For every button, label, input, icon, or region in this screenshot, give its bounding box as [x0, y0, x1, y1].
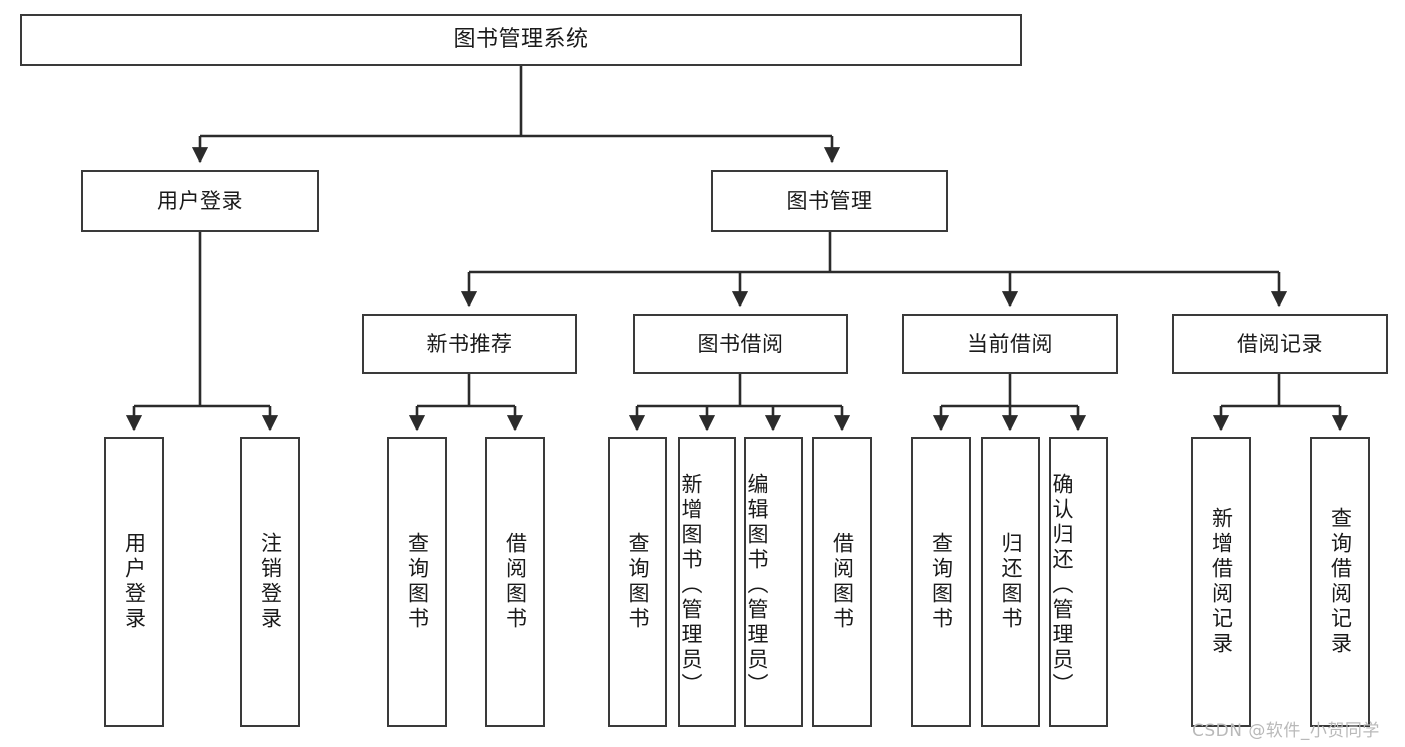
node-label: 借阅图书: [503, 532, 528, 632]
leaf-query-books-recommendation[interactable]: 查询图书: [387, 437, 447, 727]
leaf-edit-book-admin[interactable]: 编辑图书（管理员）: [744, 437, 803, 727]
node-label: 查询图书: [929, 532, 954, 632]
node-label: 编辑图书（管理员）: [745, 472, 769, 698]
node-label: 查询图书: [626, 532, 650, 632]
leaf-query-books-current[interactable]: 查询图书: [911, 437, 971, 727]
leaf-user-login[interactable]: 用户登录: [104, 437, 164, 727]
leaf-logout[interactable]: 注销登录: [240, 437, 300, 727]
node-book-borrowing[interactable]: 图书借阅: [633, 314, 848, 374]
leaf-add-borrowing-record[interactable]: 新增借阅记录: [1191, 437, 1251, 727]
node-label: 查询图书: [405, 532, 430, 632]
leaf-query-borrowing-record[interactable]: 查询借阅记录: [1310, 437, 1370, 727]
node-label: 查询借阅记录: [1328, 507, 1353, 657]
leaf-add-book-admin[interactable]: 新增图书（管理员）: [678, 437, 736, 727]
node-label: 图书管理系统: [453, 27, 589, 53]
node-label: 借阅图书: [830, 532, 855, 632]
node-label: 新增图书（管理员）: [679, 472, 703, 698]
node-label: 新增借阅记录: [1209, 507, 1234, 657]
node-label: 借阅记录: [1237, 331, 1323, 356]
node-new-book-recommendation[interactable]: 新书推荐: [362, 314, 577, 374]
node-label: 图书借阅: [697, 331, 784, 356]
leaf-query-books-borrowing[interactable]: 查询图书: [608, 437, 667, 727]
csdn-watermark: CSDN @软件_小贺同学: [1192, 721, 1380, 741]
node-label: 当前借阅: [967, 331, 1053, 356]
node-label: 用户登录: [122, 532, 147, 632]
leaf-confirm-return-admin[interactable]: 确认归还（管理员）: [1049, 437, 1108, 727]
leaf-borrow-books-borrowing[interactable]: 借阅图书: [812, 437, 872, 727]
node-label: 新书推荐: [426, 331, 513, 356]
node-label: 归还图书: [999, 532, 1023, 632]
leaf-return-books[interactable]: 归还图书: [981, 437, 1040, 727]
node-root-book-management-system[interactable]: 图书管理系统: [20, 14, 1022, 66]
node-book-management[interactable]: 图书管理: [711, 170, 948, 232]
node-label: 图书管理: [786, 188, 873, 213]
node-label: 确认归还（管理员）: [1050, 472, 1074, 698]
leaf-borrow-books-recommendation[interactable]: 借阅图书: [485, 437, 545, 727]
node-label: 用户登录: [157, 188, 243, 213]
node-borrowing-records[interactable]: 借阅记录: [1172, 314, 1388, 374]
node-label: 注销登录: [258, 532, 283, 632]
node-current-borrowing[interactable]: 当前借阅: [902, 314, 1118, 374]
node-user-login[interactable]: 用户登录: [81, 170, 319, 232]
